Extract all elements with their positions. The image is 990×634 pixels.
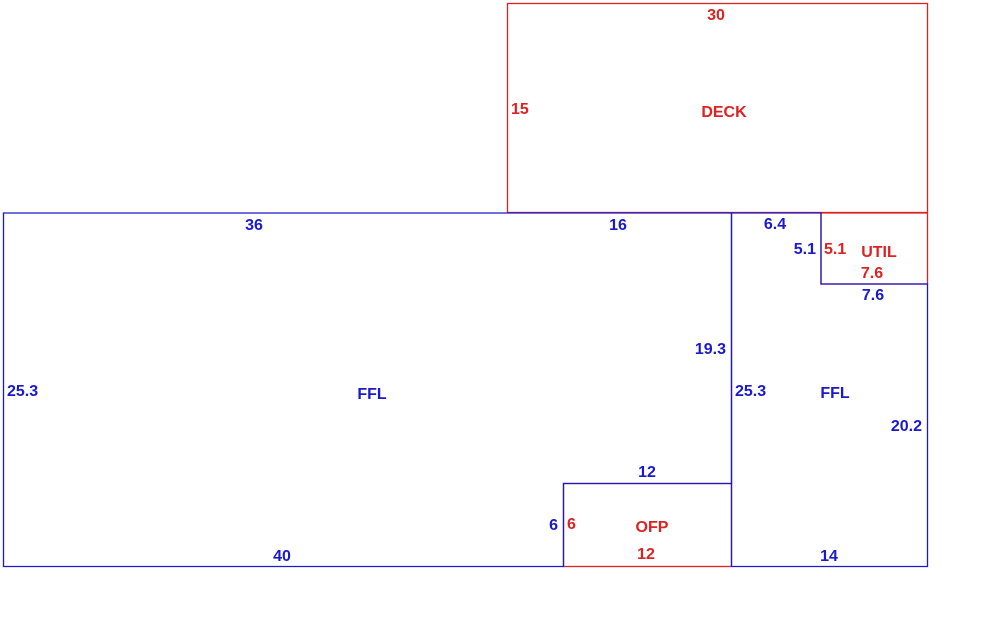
ofp-bottom-dimension: 12 [637, 546, 655, 563]
east-right-dimension: 20.2 [891, 418, 922, 435]
east-notch-bottom-dimension: 7.6 [862, 287, 884, 304]
notch-top-dimension: 12 [638, 464, 656, 481]
main-top-right-dimension: 16 [609, 217, 627, 234]
util-area-label: UTIL [861, 244, 897, 261]
main-inner-right-dimension: 19.3 [695, 341, 726, 358]
deck-area-label: DECK [701, 104, 747, 121]
main-left-dimension: 25.3 [7, 383, 38, 400]
east-left-dimension: 25.3 [735, 383, 766, 400]
notch-left-dimension: 6 [549, 517, 558, 534]
deck-left-dimension: 15 [511, 101, 529, 118]
util-left-dimension: 5.1 [824, 241, 846, 258]
util-bottom-dimension: 7.6 [861, 265, 883, 282]
ofp-left-dimension: 6 [567, 516, 576, 533]
east-top-dimension: 6.4 [764, 216, 786, 233]
ffl-east-outline [730, 212, 929, 568]
east-notch-left-dimension: 5.1 [794, 241, 816, 258]
ffl-main-area-label: FFL [357, 386, 387, 403]
east-bottom-dimension: 14 [820, 548, 838, 565]
deck-top-dimension: 30 [707, 7, 725, 24]
ofp-area-label: OFP [636, 519, 669, 536]
main-bottom-dimension: 40 [273, 548, 291, 565]
ffl-east-area-label: FFL [820, 385, 850, 402]
main-top-left-dimension: 36 [245, 217, 263, 234]
